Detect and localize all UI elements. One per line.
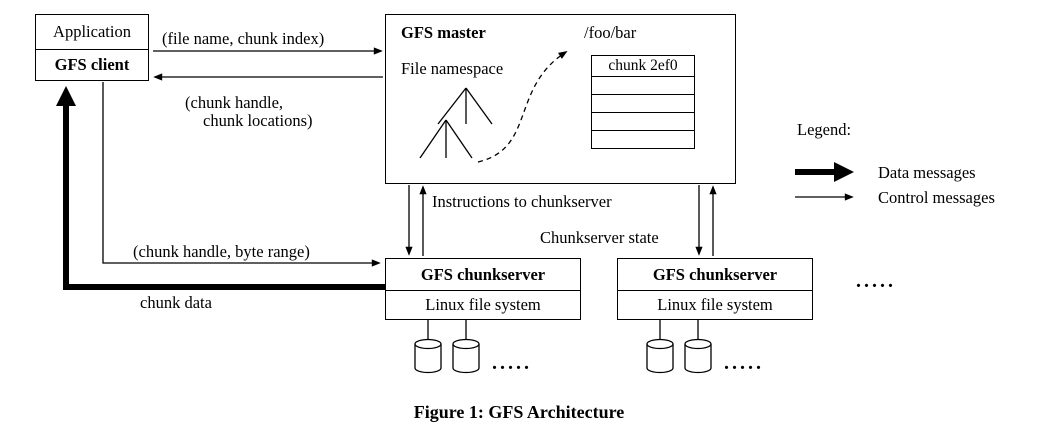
gfs-chunkserver2-title: GFS chunkserver [618,259,812,291]
disk-connectors [427,320,699,340]
chunk-table-empty-row [591,131,695,149]
gfs-chunkserver1-title: GFS chunkserver [386,259,580,291]
chunk-table-empty-row [591,77,695,95]
legend-title: Legend: [797,120,852,139]
instructions-label: Instructions to chunkserver [432,192,612,211]
gfs-master-title: GFS master [401,23,486,42]
file-namespace-label: File namespace [401,59,504,78]
file-path-label: /foo/bar [584,23,637,42]
application-client-box: Application GFS client [35,14,149,81]
disk-icon-top [452,338,480,350]
chunk-id-cell: chunk 2ef0 [591,55,695,77]
request-label: (file name, chunk index) [162,29,325,48]
disk-icon-top [414,338,442,350]
chunk-table-empty-row [591,95,695,113]
disk-icon [646,344,674,374]
chunkserver-state-label: Chunkserver state [540,228,659,247]
figure-caption: Figure 1: GFS Architecture [413,402,625,422]
more-chunkservers-ellipsis: ..... [856,270,896,292]
disk-icons [414,338,712,374]
chunk-data-label: chunk data [140,293,212,312]
disk-icon [414,344,442,374]
gfs-chunkserver1-box: GFS chunkserver Linux file system [385,258,581,320]
gfs-master-box: GFS master File namespace /foo/bar chunk… [385,14,736,184]
response-label-line2: chunk locations) [203,111,313,130]
namespace-lookup-dashed-arrow [477,51,568,163]
gfs-client-label: GFS client [54,55,130,74]
disk-icon-top [684,338,712,350]
read-request-label: (chunk handle, byte range) [133,242,310,261]
application-label: Application [36,15,148,50]
disk-icon [452,344,480,374]
more-disks-ellipsis-cs2: ..... [724,352,764,374]
gfs-chunkserver2-box: GFS chunkserver Linux file system [617,258,813,320]
legend-data-messages-label: Data messages [878,163,976,182]
namespace-tree-icon [419,87,493,159]
chunk-table-empty-row [591,113,695,131]
legend-control-messages-label: Control messages [878,188,995,207]
chunkserver1-filesystem-label: Linux file system [425,295,541,314]
more-disks-ellipsis-cs1: ..... [492,352,532,374]
read-request-arrow [102,82,381,267]
response-label-line1: (chunk handle, [185,93,284,112]
disk-icon [684,344,712,374]
chunkserver2-filesystem-label: Linux file system [657,295,773,314]
chunk-data-arrow [56,86,385,290]
disk-icon-top [646,338,674,350]
chunk-table: chunk 2ef0 [591,55,695,149]
